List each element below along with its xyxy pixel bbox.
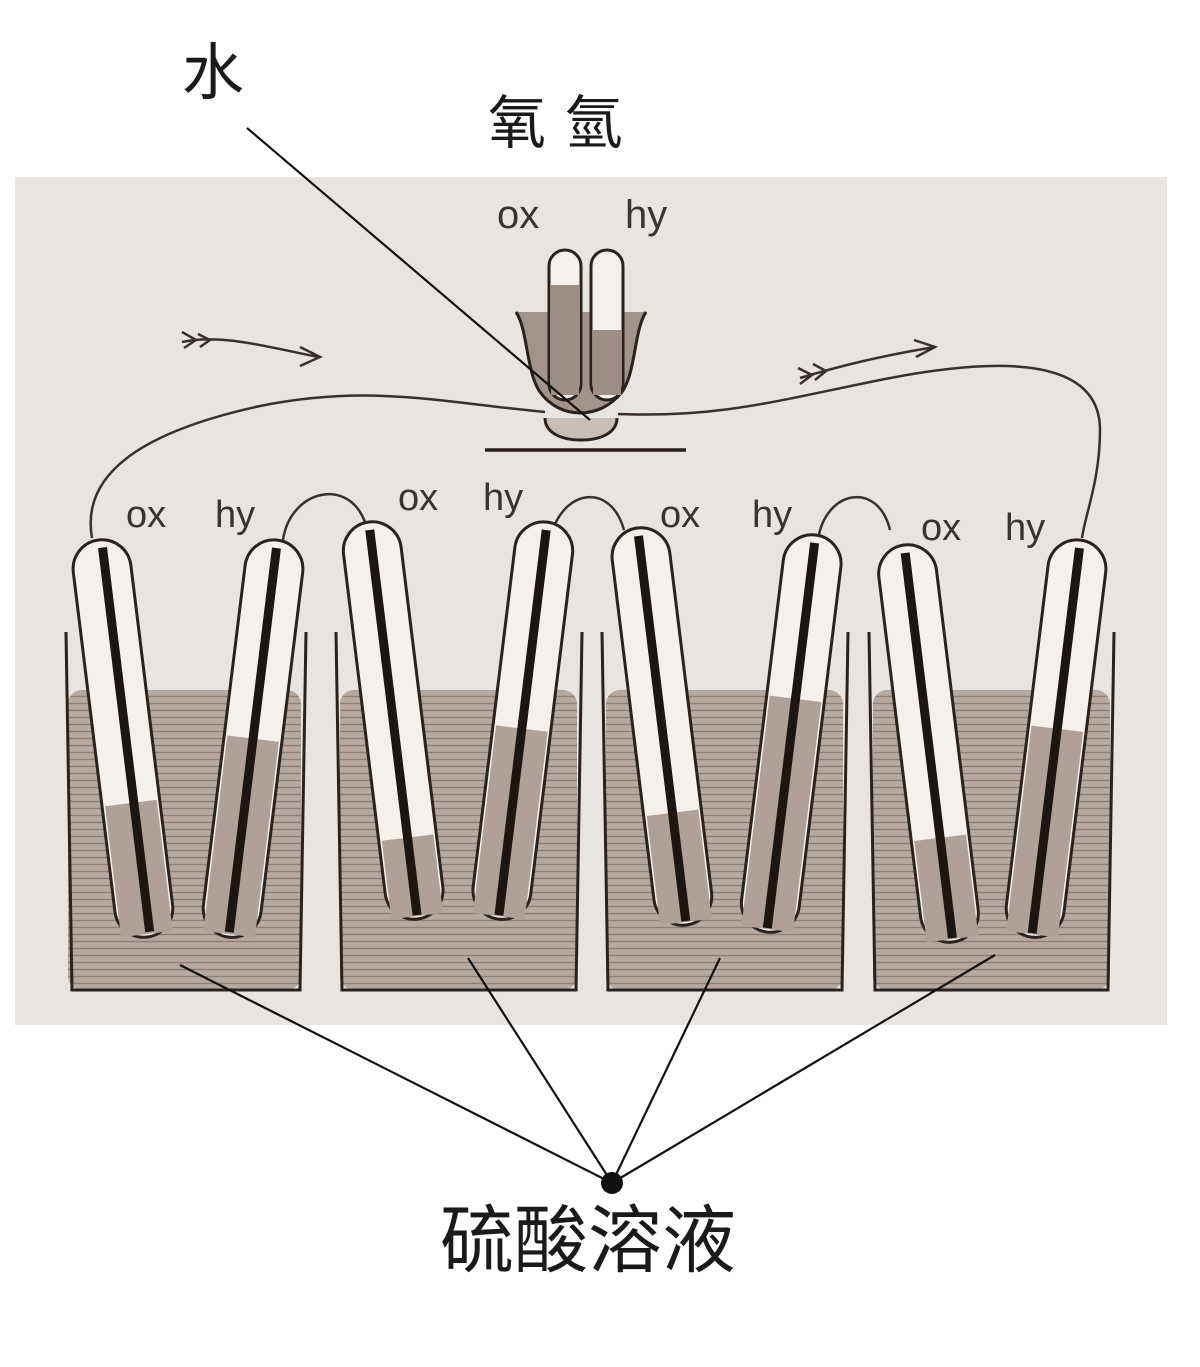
electrolysis-cell-4	[867, 538, 1116, 992]
water-leader-line	[246, 127, 591, 421]
current-arrows	[181, 330, 939, 385]
water-label: 水	[182, 36, 244, 109]
leader-lines	[179, 127, 996, 1184]
acid-leader-line-2	[467, 957, 613, 1184]
cell3-ox-label: ox	[660, 494, 700, 536]
cell3-hy-label: hy	[752, 494, 792, 536]
electrolysis-cell-2	[334, 520, 584, 992]
electrolysis-cell-1	[64, 538, 308, 992]
leader-junction-dot	[601, 1172, 623, 1194]
cell2-hy-label: hy	[483, 477, 523, 519]
cell2-ox-label: ox	[398, 477, 438, 519]
acid-solution-label: 硫酸溶液	[440, 1198, 736, 1284]
acid-leader-line-1	[179, 964, 613, 1184]
top-hy-label: hy	[625, 193, 667, 237]
cell4-ox-label: ox	[921, 507, 961, 549]
electrolysis-cell-3	[600, 526, 850, 992]
acid-leader-line-3	[611, 957, 721, 1184]
cell1-hy-label: hy	[215, 494, 255, 536]
gases-title: 氧 氫	[488, 89, 622, 157]
cell4-hy-label: hy	[1005, 507, 1045, 549]
cell1-ox-label: ox	[126, 494, 166, 536]
acid-leader-line-4	[611, 954, 996, 1184]
top-ox-label: ox	[497, 193, 539, 237]
